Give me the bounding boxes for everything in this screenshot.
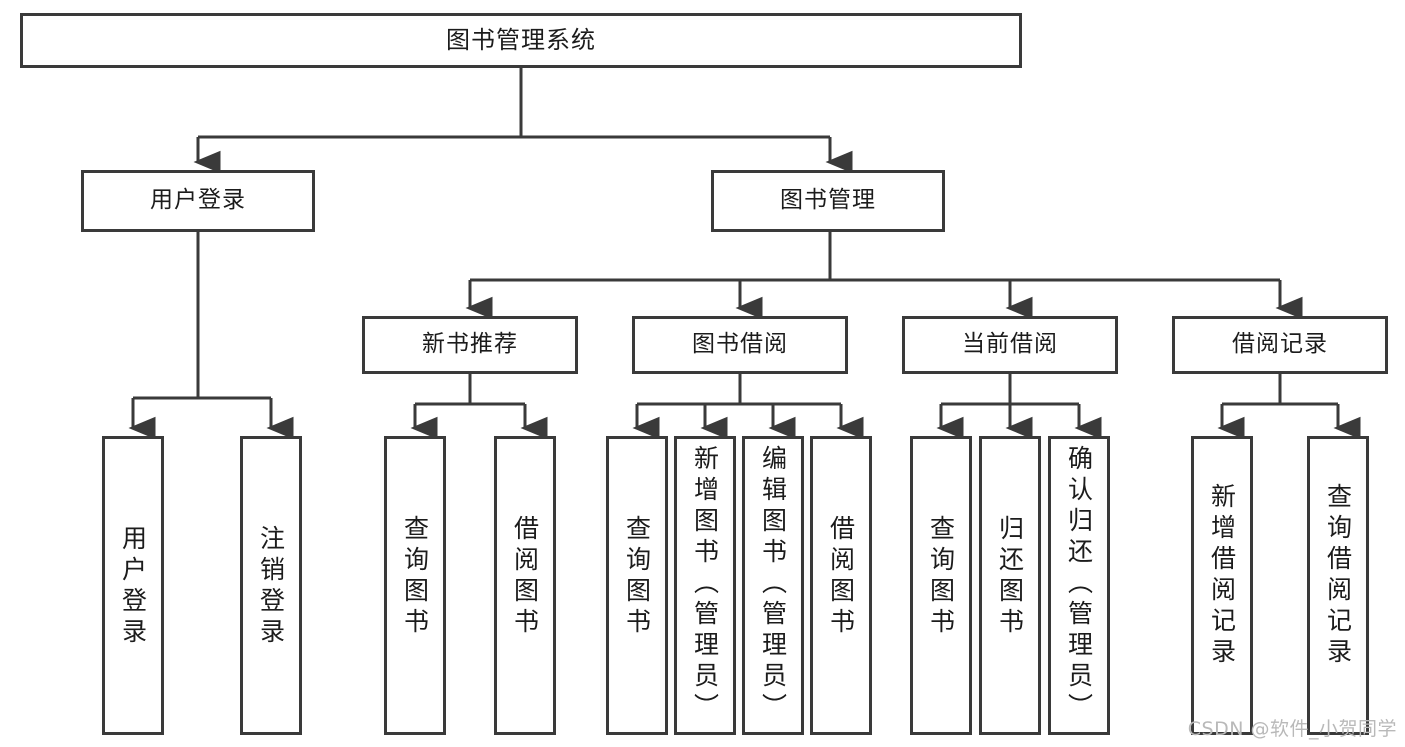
node-label: 归还图书 [995,515,1025,639]
node-book-management[interactable]: 图书管理 [711,170,945,232]
node-label: 查询图书 [400,515,430,639]
leaf-add-book-admin[interactable]: 新增图书（管理员） [674,436,736,735]
node-label: 查询图书 [926,515,956,639]
node-label: 编辑图书（管理员） [758,445,788,724]
node-label: 图书管理 [780,187,876,214]
node-label: 新增借阅记录 [1207,483,1237,669]
leaf-add-borrow-record[interactable]: 新增借阅记录 [1191,436,1253,735]
node-label: 当前借阅 [962,331,1058,358]
node-label: 用户登录 [150,187,246,214]
node-user-login[interactable]: 用户登录 [81,170,315,232]
node-label: 图书管理系统 [446,26,596,55]
leaf-edit-book-admin[interactable]: 编辑图书（管理员） [742,436,804,735]
node-label: 查询图书 [622,515,652,639]
node-current-borrow[interactable]: 当前借阅 [902,316,1118,374]
watermark: CSDN @软件_小贺同学 [1187,718,1397,740]
node-label: 新增图书（管理员） [690,445,720,724]
node-new-book-recommend[interactable]: 新书推荐 [362,316,578,374]
node-label: 新书推荐 [422,331,518,358]
leaf-borrow-book-recommend[interactable]: 借阅图书 [494,436,556,735]
leaf-logout[interactable]: 注销登录 [240,436,302,735]
node-book-borrow[interactable]: 图书借阅 [632,316,848,374]
node-label: 借阅记录 [1232,331,1328,358]
node-label: 图书借阅 [692,331,788,358]
node-label: 借阅图书 [826,515,856,639]
leaf-query-book-recommend[interactable]: 查询图书 [384,436,446,735]
node-label: 借阅图书 [510,515,540,639]
node-label: 确认归还（管理员） [1064,445,1094,724]
node-label: 注销登录 [256,525,286,649]
leaf-return-book[interactable]: 归还图书 [979,436,1041,735]
leaf-query-book-borrow[interactable]: 查询图书 [606,436,668,735]
node-borrow-record[interactable]: 借阅记录 [1172,316,1388,374]
node-label: 查询借阅记录 [1323,483,1353,669]
node-root-system[interactable]: 图书管理系统 [20,13,1022,68]
leaf-borrow-book[interactable]: 借阅图书 [810,436,872,735]
leaf-query-book-current[interactable]: 查询图书 [910,436,972,735]
leaf-user-login[interactable]: 用户登录 [102,436,164,735]
leaf-query-borrow-record[interactable]: 查询借阅记录 [1307,436,1369,735]
leaf-confirm-return-admin[interactable]: 确认归还（管理员） [1048,436,1110,735]
node-label: 用户登录 [118,525,148,649]
